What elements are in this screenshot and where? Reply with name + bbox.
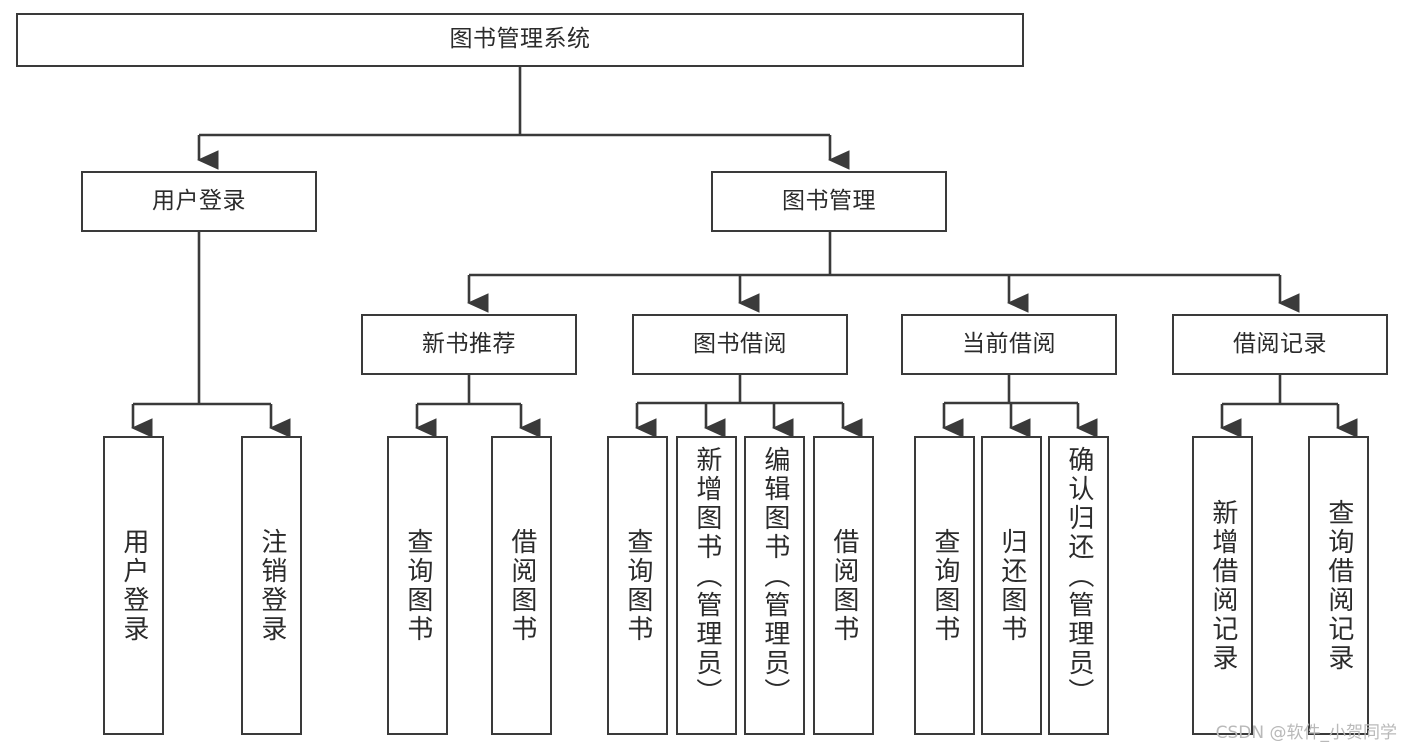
node-leaf-edit-book[interactable]: 编辑图书（管理员）: [744, 436, 805, 735]
node-leaf-add-record-label: 新增借阅记录: [1207, 498, 1238, 673]
node-borrow-record-label: 借阅记录: [1233, 330, 1327, 357]
node-leaf-user-login-label: 用户登录: [118, 527, 149, 644]
node-new-book-rec-label: 新书推荐: [422, 330, 516, 357]
node-leaf-confirm-return[interactable]: 确认归还（管理员）: [1048, 436, 1109, 735]
node-leaf-borrow-book-1-label: 借阅图书: [506, 527, 537, 644]
node-current-borrow-label: 当前借阅: [962, 330, 1056, 357]
node-leaf-query-book-1[interactable]: 查询图书: [387, 436, 448, 735]
node-leaf-edit-book-label: 编辑图书（管理员）: [759, 446, 790, 707]
node-leaf-confirm-return-label: 确认归还（管理员）: [1063, 446, 1094, 707]
node-leaf-user-login[interactable]: 用户登录: [103, 436, 164, 735]
node-leaf-borrow-book-2[interactable]: 借阅图书: [813, 436, 874, 735]
node-current-borrow[interactable]: 当前借阅: [901, 314, 1117, 375]
node-leaf-user-logout-label: 注销登录: [256, 527, 287, 644]
node-leaf-add-record[interactable]: 新增借阅记录: [1192, 436, 1253, 735]
node-leaf-query-book-3[interactable]: 查询图书: [914, 436, 975, 735]
csdn-watermark: CSDN @软件_小贺同学: [1215, 723, 1397, 743]
node-new-book-rec[interactable]: 新书推荐: [361, 314, 577, 375]
node-user-login[interactable]: 用户登录: [81, 171, 317, 232]
node-leaf-query-book-1-label: 查询图书: [402, 527, 433, 644]
node-leaf-return-book-label: 归还图书: [996, 527, 1027, 644]
node-leaf-add-book[interactable]: 新增图书（管理员）: [676, 436, 737, 735]
node-leaf-user-logout[interactable]: 注销登录: [241, 436, 302, 735]
node-root[interactable]: 图书管理系统: [16, 13, 1024, 67]
node-book-manage[interactable]: 图书管理: [711, 171, 947, 232]
node-leaf-query-book-2-label: 查询图书: [622, 527, 653, 644]
node-leaf-return-book[interactable]: 归还图书: [981, 436, 1042, 735]
node-leaf-query-record[interactable]: 查询借阅记录: [1308, 436, 1369, 735]
node-root-label: 图书管理系统: [449, 26, 591, 53]
node-leaf-borrow-book-1[interactable]: 借阅图书: [491, 436, 552, 735]
node-borrow-record[interactable]: 借阅记录: [1172, 314, 1388, 375]
node-leaf-query-record-label: 查询借阅记录: [1323, 498, 1354, 673]
node-leaf-query-book-3-label: 查询图书: [929, 527, 960, 644]
node-leaf-add-book-label: 新增图书（管理员）: [691, 446, 722, 707]
node-leaf-query-book-2[interactable]: 查询图书: [607, 436, 668, 735]
node-user-login-label: 用户登录: [152, 187, 246, 214]
node-book-borrow-label: 图书借阅: [693, 330, 787, 357]
node-leaf-borrow-book-2-label: 借阅图书: [828, 527, 859, 644]
node-book-manage-label: 图书管理: [782, 187, 876, 214]
node-book-borrow[interactable]: 图书借阅: [632, 314, 848, 375]
